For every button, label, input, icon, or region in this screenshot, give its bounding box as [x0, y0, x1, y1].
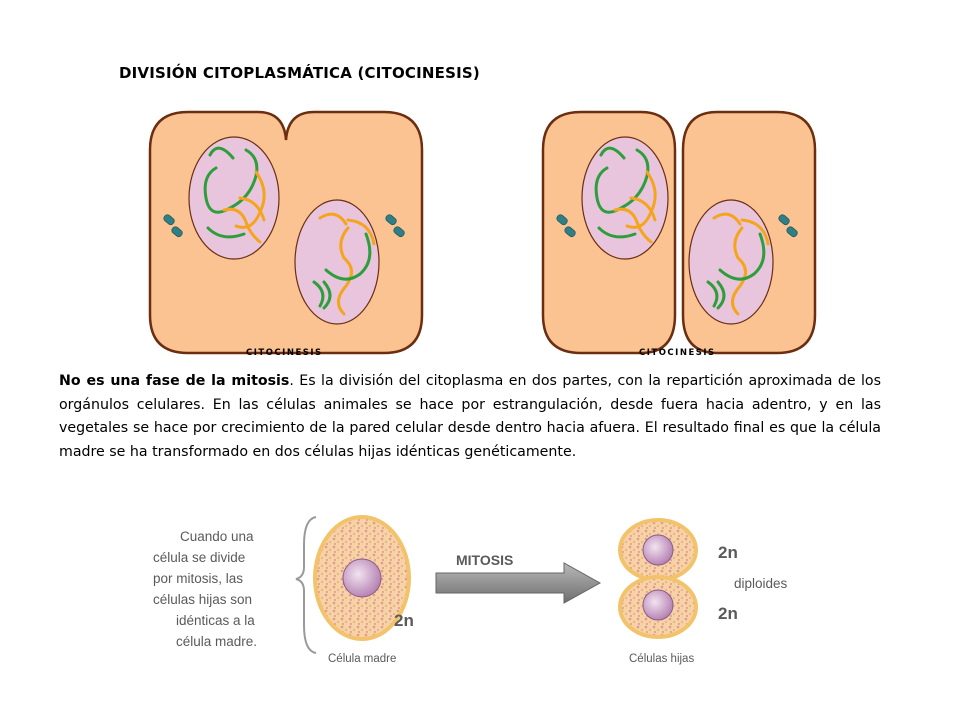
note-line-5: idénticas a la [176, 613, 255, 628]
diploid-label: diploides [734, 576, 788, 591]
paragraph-bold-lead: No es una fase de la mitosis [59, 373, 290, 389]
daughter-cell-top [618, 518, 698, 582]
page-title: DIVISIÓN CITOPLASMÁTICA (CITOCINESIS) [119, 64, 480, 82]
brace [295, 516, 317, 654]
caption-cytokinesis-left: CITOCINESIS [246, 348, 323, 358]
nucleus-right [294, 199, 380, 325]
organelles-left [163, 214, 183, 238]
note-line-1: Cuando una [180, 529, 254, 544]
paragraph-body: . Es la división del citoplasma en dos p… [59, 373, 882, 460]
cytokinesis-diagram-left [148, 110, 424, 355]
nucleus-daughter-left [581, 136, 669, 260]
nucleus-daughter-right [688, 199, 774, 325]
mitosis-arrow [435, 562, 602, 604]
daughter-ploidy-top: 2n [718, 543, 738, 562]
mitosis-label: MITOSIS [456, 552, 513, 568]
nucleus-left [188, 136, 280, 260]
organelles-daughter-left [556, 214, 576, 238]
note-line-3: por mitosis, las [153, 571, 243, 586]
note-line-4: células hijas son [153, 592, 252, 607]
organelles-daughter-right [778, 214, 798, 238]
mitosis-illustration: Cuando una célula se divide por mitosis,… [153, 515, 788, 665]
dividing-cell-outline [148, 110, 424, 355]
explanation-note: Cuando una célula se divide por mitosis,… [153, 529, 257, 649]
daughter-cell-bottom [618, 575, 698, 639]
note-line-2: célula se divide [153, 550, 245, 565]
cytokinesis-diagram-right [541, 110, 817, 355]
mother-caption: Célula madre [328, 653, 396, 665]
description-paragraph: No es una fase de la mitosis. Es la divi… [59, 370, 881, 464]
organelles-right [385, 214, 405, 238]
mother-cell [313, 515, 411, 641]
daughters-caption: Células hijas [629, 653, 694, 665]
daughter-ploidy-bottom: 2n [718, 604, 738, 623]
caption-cytokinesis-right: CITOCINESIS [639, 348, 716, 358]
mother-ploidy: 2n [394, 611, 414, 630]
note-line-6: célula madre. [176, 634, 257, 649]
